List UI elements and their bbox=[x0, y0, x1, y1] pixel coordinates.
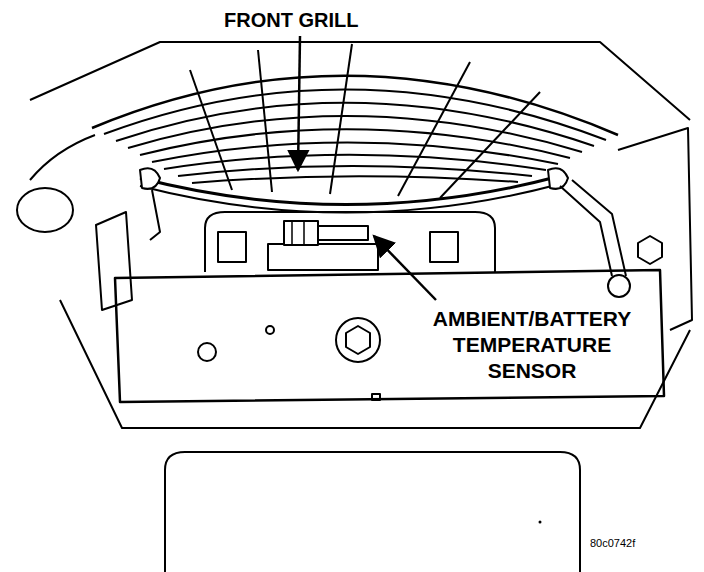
bracket-tab bbox=[96, 212, 132, 310]
hole bbox=[266, 326, 274, 334]
fascia-edge bbox=[30, 42, 690, 120]
grill-rib bbox=[330, 44, 352, 194]
connector-detail bbox=[292, 221, 304, 245]
harness-clip bbox=[548, 168, 568, 189]
frame-edge bbox=[60, 300, 690, 428]
harness-clip bbox=[140, 168, 160, 189]
wire-harness bbox=[140, 184, 560, 213]
temperature-sensor bbox=[318, 226, 368, 240]
grill-bar bbox=[192, 176, 518, 183]
vehicle-structure bbox=[17, 42, 692, 572]
grill-rib bbox=[258, 50, 272, 192]
grill-bar bbox=[128, 116, 582, 152]
strap bbox=[560, 186, 612, 276]
nut bbox=[638, 236, 662, 264]
sensor-base bbox=[268, 244, 378, 270]
grill-bar bbox=[152, 142, 558, 164]
dot bbox=[539, 521, 542, 524]
part-label: FRONT GRILL bbox=[222, 8, 360, 32]
strap-eye bbox=[608, 275, 630, 297]
bolt-washer bbox=[336, 318, 380, 362]
grill-bar bbox=[178, 166, 532, 176]
harness-lead bbox=[150, 190, 160, 240]
bolt-head bbox=[346, 326, 370, 354]
hole bbox=[372, 394, 380, 400]
grill-rib bbox=[398, 62, 470, 196]
strap bbox=[572, 180, 626, 276]
fascia-edge bbox=[30, 135, 95, 180]
frame-opening bbox=[165, 452, 580, 572]
bolt bbox=[198, 343, 216, 361]
panel bbox=[115, 270, 664, 402]
sensor-connector bbox=[284, 221, 318, 245]
figure-code: 80c0742f bbox=[588, 536, 637, 550]
side-panel bbox=[618, 128, 692, 330]
grill-rib bbox=[440, 92, 540, 198]
leader-arrow bbox=[298, 36, 300, 170]
leader-arrow bbox=[374, 236, 436, 300]
mount-pad bbox=[218, 232, 246, 262]
grill-rib bbox=[190, 70, 232, 190]
grill-bar bbox=[104, 89, 606, 140]
part-label: AMBIENT/BATTERY TEMPERATURE SENSOR bbox=[415, 306, 649, 384]
grill-bar bbox=[116, 103, 594, 146]
mount-pad bbox=[430, 232, 458, 262]
opening bbox=[205, 212, 495, 272]
fascia-hole bbox=[17, 188, 73, 232]
grill-outline bbox=[92, 76, 618, 135]
